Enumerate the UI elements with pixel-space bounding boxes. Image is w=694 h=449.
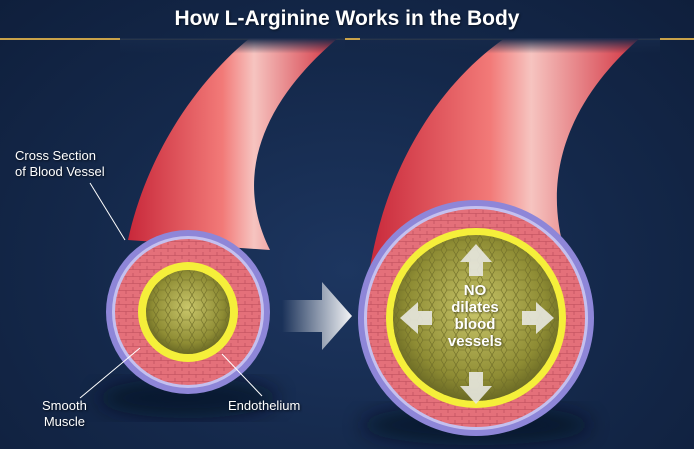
endothelium-label: Endothelium	[228, 398, 301, 413]
endothelium-leader	[221, 353, 263, 397]
smooth-muscle-label: Smooth Muscle	[42, 398, 87, 429]
smooth-muscle-leader	[79, 347, 141, 399]
cross-section-leader	[89, 182, 126, 241]
right-tube-fade	[360, 38, 660, 100]
page-title: How L-Arginine Works in the Body	[174, 7, 520, 30]
left-lumen-cells	[146, 270, 230, 354]
left-vessel	[98, 38, 345, 418]
arrow-up-icon	[460, 244, 492, 276]
arrow-right-icon	[282, 282, 352, 350]
arrow-down-icon	[460, 372, 492, 404]
right-lumen-cells	[393, 235, 559, 401]
dilation-caption: NO dilates blood vessels	[447, 282, 503, 350]
left-vessel-shadow	[98, 378, 278, 418]
left-tube-fade	[120, 38, 345, 100]
cross-section-label: Cross Section of Blood Vessel	[15, 148, 105, 179]
right-vessel	[358, 38, 660, 445]
arrow-left-icon	[400, 302, 432, 334]
title-bar: How L-Arginine Works in the Body	[0, 0, 694, 40]
arrow-right-small-icon	[522, 302, 554, 334]
